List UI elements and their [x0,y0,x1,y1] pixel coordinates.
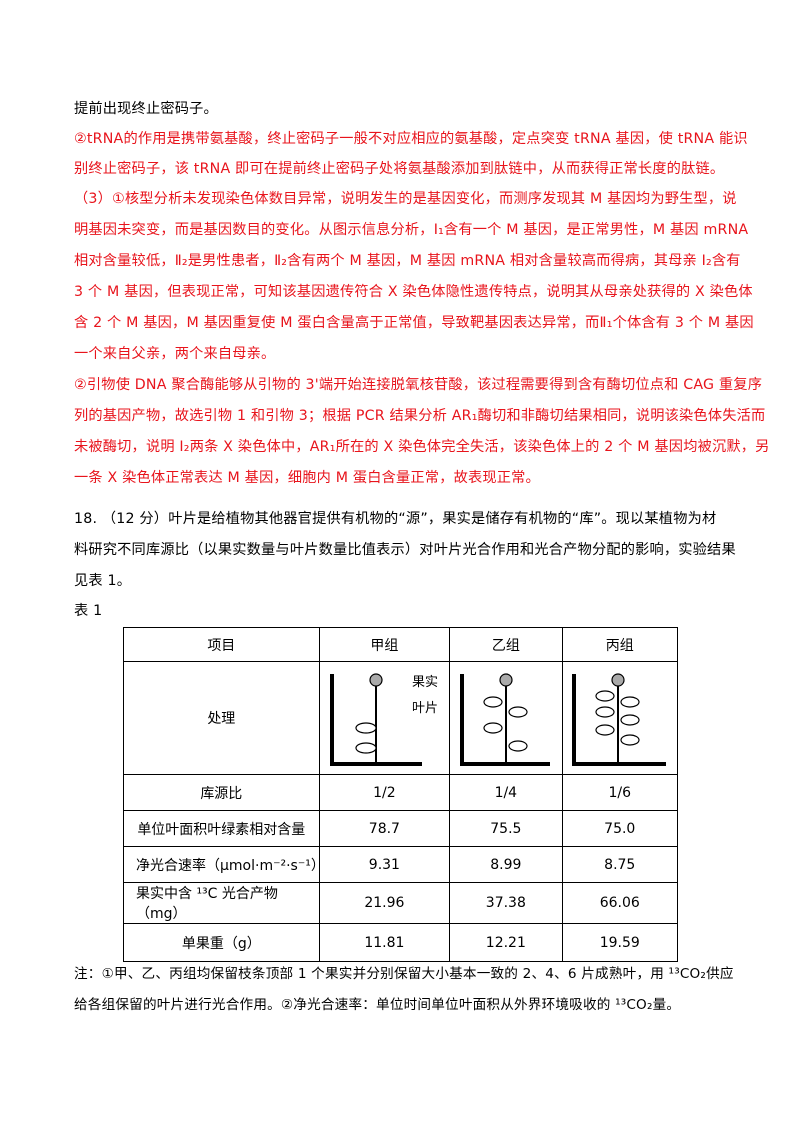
row-label: 净光合速率（μmol·m⁻²·s⁻¹） [123,846,325,883]
row-label: 果实中含 ¹³C 光合产物（mg） [123,882,320,924]
cell-value: 8.99 [449,846,563,883]
question-line: 18. （12 分）叶片是给植物其他器官提供有机物的“源”，果实是储存有机物的“… [74,511,717,527]
row-label: 库源比 [123,774,320,811]
cell-value: 37.38 [449,882,563,924]
answer-line: （3）①核型分析未发现染色体数目异常，说明发生的是基因变化，而测序发现其 M 基… [74,191,737,207]
table-row: 果实中含 ¹³C 光合产物（mg） 21.96 37.38 66.06 [123,882,679,924]
row-label: 单果重（g） [123,923,320,962]
answer-line: 含 2 个 M 基因，M 基因重复使 M 蛋白含量高于正常值，导致靶基因表达异常… [74,315,754,331]
cell-value: 1/2 [318,774,451,811]
cell-value: 1/4 [449,774,563,811]
cell-value: 12.21 [449,923,563,962]
answer-line: ②tRNA的作用是携带氨基酸，终止密码子一般不对应相应的氨基酸，定点突变 tRN… [74,131,748,147]
leaf-label: 叶片 [412,701,438,716]
cell-value: 75.0 [561,810,679,847]
table-row: 净光合速率（μmol·m⁻²·s⁻¹） 9.31 8.99 8.75 [123,846,679,883]
answer-line: 相对含量较低，Ⅱ₂是男性患者，Ⅱ₂含有两个 M 基因，M 基因 mRNA 相对含… [74,253,741,269]
table-header-row: 项目 甲组 乙组 丙组 [123,627,679,662]
answer-line: ②引物使 DNA 聚合酶能够从引物的 3'端开始连接脱氧核苷酸，该过程需要得到含… [74,377,763,393]
answer-line: 未被酶切，说明 I₂两条 X 染色体中，AR₁所在的 X 染色体完全失活，该染色… [74,439,770,455]
table-row: 单位叶面积叶绿素相对含量 78.7 75.5 75.0 [123,810,679,847]
diagram-cell-jia: 果实 叶片 [318,661,451,775]
header-cell: 乙组 [449,627,563,662]
row-label: 单位叶面积叶绿素相对含量 [123,810,320,847]
results-table: 项目 甲组 乙组 丙组 处理 果实 叶片 [123,627,679,962]
note-line: 给各组保留的叶片进行光合作用。②净光合速率：单位时间单位叶面积从外界环境吸收的 … [74,997,681,1013]
answer-line: 提前出现终止密码子。 [74,101,218,117]
diagram-cell-yi [449,661,563,775]
table-label: 表 1 [74,603,103,619]
cell-value: 11.81 [318,923,451,962]
plant-diagram-two-leaves: 果实 叶片 [330,673,438,766]
cell-value: 9.31 [318,846,451,883]
diagram-cell-bing [561,661,679,775]
answer-line: 别终止密码子，该 tRNA 即可在提前终止密码子处将氨基酸添加到肽链中，从而获得… [74,161,725,177]
question-line: 见表 1。 [74,573,132,589]
header-cell: 项目 [123,627,320,662]
cell-value: 75.5 [449,810,563,847]
cell-value: 66.06 [561,882,679,924]
question-line: 料研究不同库源比（以果实数量与叶片数量比值表示）对叶片光合作用和光合产物分配的影… [74,542,736,558]
note-line: 注：①甲、乙、丙组均保留枝条顶部 1 个果实并分别保留大小基本一致的 2、4、6… [74,966,734,982]
plant-diagram-four-leaves [459,673,550,766]
table-row: 库源比 1/2 1/4 1/6 [123,774,679,811]
plant-diagram-six-leaves [571,673,666,766]
answer-line: 列的基因产物，故选引物 1 和引物 3；根据 PCR 结果分析 AR₁酶切和非酶… [74,408,766,424]
table-row: 单果重（g） 11.81 12.21 19.59 [123,923,679,962]
cell-value: 1/6 [561,774,679,811]
answer-line: 3 个 M 基因，但表现正常，可知该基因遗传符合 X 染色体隐性遗传特点，说明其… [74,284,753,300]
header-cell: 丙组 [561,627,679,662]
header-cell: 甲组 [318,627,451,662]
cell-value: 8.75 [561,846,679,883]
treatment-row: 处理 果实 叶片 [123,661,679,775]
fruit-label: 果实 [412,675,438,690]
treatment-label: 处理 [123,661,320,775]
answer-line: 一个来自父亲，两个来自母亲。 [74,346,276,362]
cell-value: 19.59 [561,923,679,962]
answer-line: 明基因未突变，而是基因数目的变化。从图示信息分析，I₁含有一个 M 基因，是正常… [74,222,749,238]
answer-line: 一条 X 染色体正常表达 M 基因，细胞内 M 蛋白含量正常，故表现正常。 [74,470,540,486]
cell-value: 78.7 [318,810,451,847]
cell-value: 21.96 [318,882,451,924]
